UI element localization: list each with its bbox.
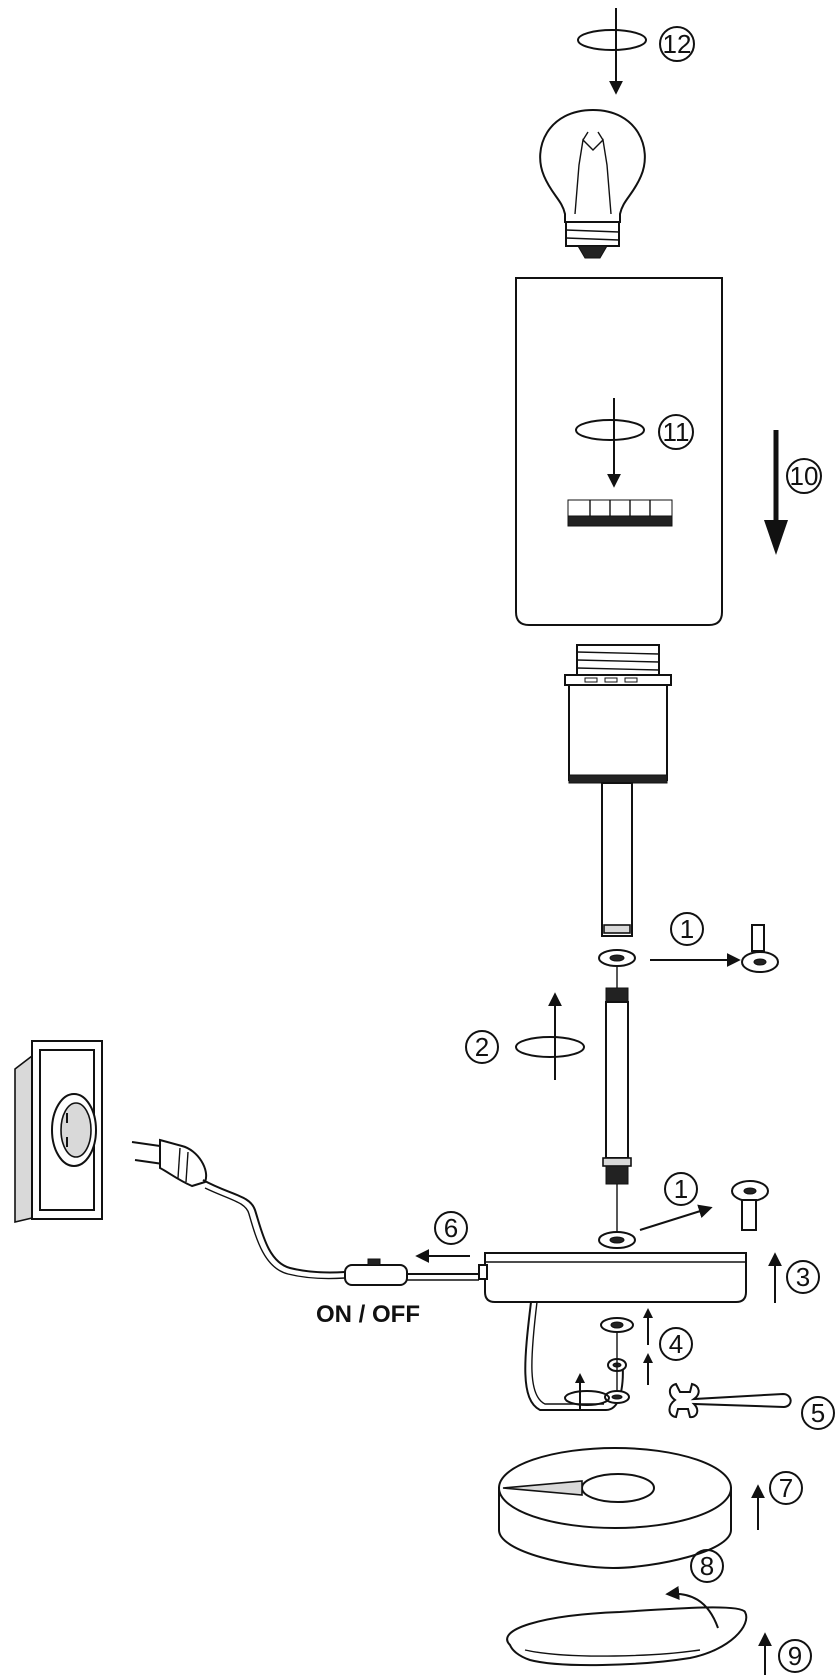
on-off-switch-icon bbox=[344, 1258, 408, 1286]
step-marker-s11: 11 bbox=[658, 414, 694, 450]
lamp-socket bbox=[564, 644, 672, 784]
step-number: 4 bbox=[669, 1329, 683, 1359]
washer-step-1b bbox=[598, 1184, 636, 1249]
step-marker-s1b: 1 bbox=[664, 1172, 698, 1206]
step-marker-s7: 7 bbox=[769, 1471, 803, 1505]
upper-tube bbox=[601, 782, 633, 937]
lamp-shade bbox=[515, 277, 723, 626]
step-number: 5 bbox=[811, 1398, 825, 1428]
step-number: 9 bbox=[788, 1641, 802, 1671]
rotate-arrow-step-11 bbox=[575, 398, 645, 488]
screw-icon-2 bbox=[731, 1180, 769, 1231]
step-marker-s3: 3 bbox=[786, 1260, 820, 1294]
wall-outlet-icon bbox=[14, 1040, 103, 1224]
step-marker-s1a: 1 bbox=[670, 912, 704, 946]
step-number: 11 bbox=[663, 417, 690, 447]
washer-step-1a bbox=[598, 949, 636, 988]
step-number: 3 bbox=[796, 1262, 810, 1292]
step-marker-s4: 4 bbox=[659, 1327, 693, 1361]
arrow-step-8 bbox=[665, 1586, 719, 1629]
rotate-arrow-step-2 bbox=[515, 992, 585, 1080]
step-number: 2 bbox=[475, 1032, 489, 1062]
rotate-arrow-step-12 bbox=[577, 8, 647, 95]
base-weight bbox=[498, 1447, 732, 1570]
step-marker-s5: 5 bbox=[801, 1396, 835, 1430]
wrench-icon bbox=[668, 1382, 792, 1419]
arrow-step-1b bbox=[639, 1204, 713, 1231]
plug-icon bbox=[131, 1138, 208, 1188]
step-marker-s10: 10 bbox=[786, 458, 822, 494]
internal-cable bbox=[524, 1301, 624, 1411]
rotate-arrow-step-5 bbox=[564, 1373, 610, 1410]
step-marker-s6: 6 bbox=[434, 1211, 468, 1245]
step-marker-s8: 8 bbox=[690, 1549, 724, 1583]
arrow-step-10 bbox=[764, 430, 788, 555]
step-number: 7 bbox=[779, 1473, 793, 1503]
step-number: 8 bbox=[700, 1551, 714, 1581]
step-number: 1 bbox=[674, 1174, 688, 1204]
light-bulb bbox=[539, 108, 646, 259]
base-housing bbox=[478, 1252, 747, 1303]
washer-step-4 bbox=[600, 1317, 634, 1333]
step-number: 10 bbox=[790, 461, 819, 491]
nut-step-5 bbox=[604, 1390, 630, 1404]
felt-pad bbox=[506, 1606, 748, 1667]
on-off-label: ON / OFF bbox=[316, 1301, 420, 1328]
screw-icon bbox=[741, 924, 779, 973]
step-marker-s9: 9 bbox=[778, 1639, 812, 1673]
step-number: 6 bbox=[444, 1213, 458, 1243]
power-cable bbox=[202, 1179, 346, 1274]
step-marker-s2: 2 bbox=[465, 1030, 499, 1064]
step-marker-s12: 12 bbox=[659, 26, 695, 62]
step-number: 1 bbox=[680, 914, 694, 944]
middle-tube bbox=[602, 987, 632, 1185]
step-number: 12 bbox=[663, 29, 692, 59]
